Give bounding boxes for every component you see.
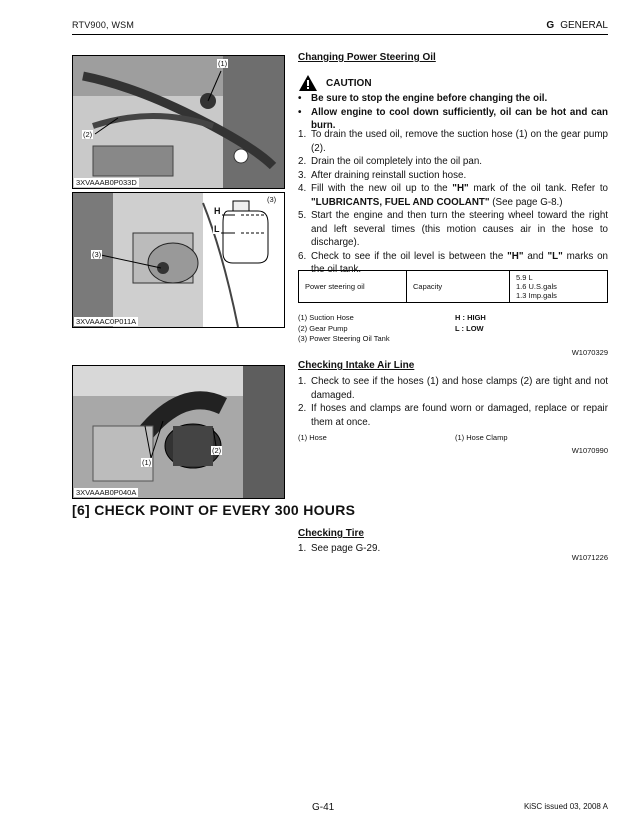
callout-3-tank: (3) — [266, 195, 278, 204]
callout-1: (1) — [217, 59, 229, 68]
step: 5.Start the engine and then turn the ste… — [298, 210, 608, 248]
step: 4.Fill with the new oil up to the "H" ma… — [298, 183, 609, 208]
ref-code: W1070329 — [571, 348, 608, 357]
power-steering-legend: (1) Suction Hose (2) Gear Pump (3) Power… — [298, 313, 390, 343]
label-h: H — [213, 206, 222, 216]
photo-art — [73, 193, 269, 327]
caution-triangle-icon — [299, 75, 317, 91]
callout-2: (2) — [211, 446, 223, 455]
step: 1.To drain the used oil, remove the suct… — [298, 129, 608, 154]
photo-art — [73, 56, 284, 188]
intake-legend-right: (1) Hose Clamp — [455, 433, 508, 442]
tire-title: Checking Tire — [298, 528, 364, 539]
figure-id: 3XVAAAC0P011A — [74, 317, 139, 326]
level-legend: H : HIGH L : LOW — [455, 313, 486, 333]
caution-box: CAUTION — [298, 74, 372, 92]
step: 2.If hoses and clamps are found worn or … — [298, 403, 608, 428]
caution-item: •Allow engine to cool down sufficiently,… — [298, 106, 608, 132]
page-number: G-41 — [312, 802, 335, 813]
capacity-spec-table: Power steering oil Capacity 5.9 L 1.6 U.… — [298, 270, 608, 303]
tire-steps: 1.See page G-29. — [298, 542, 608, 556]
step: 2.Drain the oil completely into the oil … — [298, 156, 482, 167]
label-l: L — [213, 224, 221, 234]
ref-code: W1071226 — [571, 553, 608, 562]
spec-item: Power steering oil — [298, 270, 407, 303]
figure-intake-photo: (2) (1) 3XVAAAB0P040A — [72, 365, 285, 499]
section-title: [6] CHECK POINT OF EVERY 300 HOURS — [72, 502, 356, 518]
callout-1: (1) — [141, 458, 153, 467]
callout-3-photo: (3) — [91, 250, 103, 259]
caution-label: CAUTION — [326, 77, 372, 89]
oil-tank-diagram — [218, 200, 269, 264]
step: 1.Check to see if the hoses (1) and hose… — [298, 376, 608, 401]
figure-suction-hose-photo: (1) (2) 3XVAAAB0P033D — [72, 55, 285, 189]
caution-item: •Be sure to stop the engine before chang… — [298, 93, 548, 104]
intake-steps: 1.Check to see if the hoses (1) and hose… — [298, 375, 608, 429]
figure-id: 3XVAAAB0P033D — [74, 178, 139, 187]
step: 6.Check to see if the oil level is betwe… — [298, 250, 609, 276]
figure-id: 3XVAAAB0P040A — [74, 488, 139, 497]
figure-oil-tank-photo: (3) H L (3) 3XVAAAC0P011A — [72, 192, 285, 328]
caution-list: •Be sure to stop the engine before chang… — [298, 92, 608, 133]
intake-title: Checking Intake Air Line — [298, 360, 415, 371]
section-name: GENERAL — [560, 20, 608, 31]
step: 1.See page G-29. — [298, 543, 381, 554]
header-rule — [72, 34, 608, 35]
section-header: G GENERAL — [546, 20, 608, 31]
spec-values: 5.9 L 1.6 U.S.gals 1.3 Imp.gals — [509, 270, 608, 303]
callout-2: (2) — [82, 130, 94, 139]
issue-note: KiSC issued 03, 2008 A — [523, 802, 608, 811]
power-steering-title: Changing Power Steering Oil — [298, 52, 436, 63]
ref-code: W1070990 — [571, 446, 608, 455]
step: 3.After draining reinstall suction hose. — [298, 169, 467, 181]
intake-legend-left: (1) Hose — [298, 433, 327, 442]
photo-art — [73, 366, 284, 498]
manual-title: RTV900, WSM — [72, 20, 135, 30]
spec-property: Capacity — [406, 270, 510, 303]
power-steering-steps: 1.To drain the used oil, remove the suct… — [298, 128, 608, 277]
section-letter: G — [546, 20, 555, 31]
